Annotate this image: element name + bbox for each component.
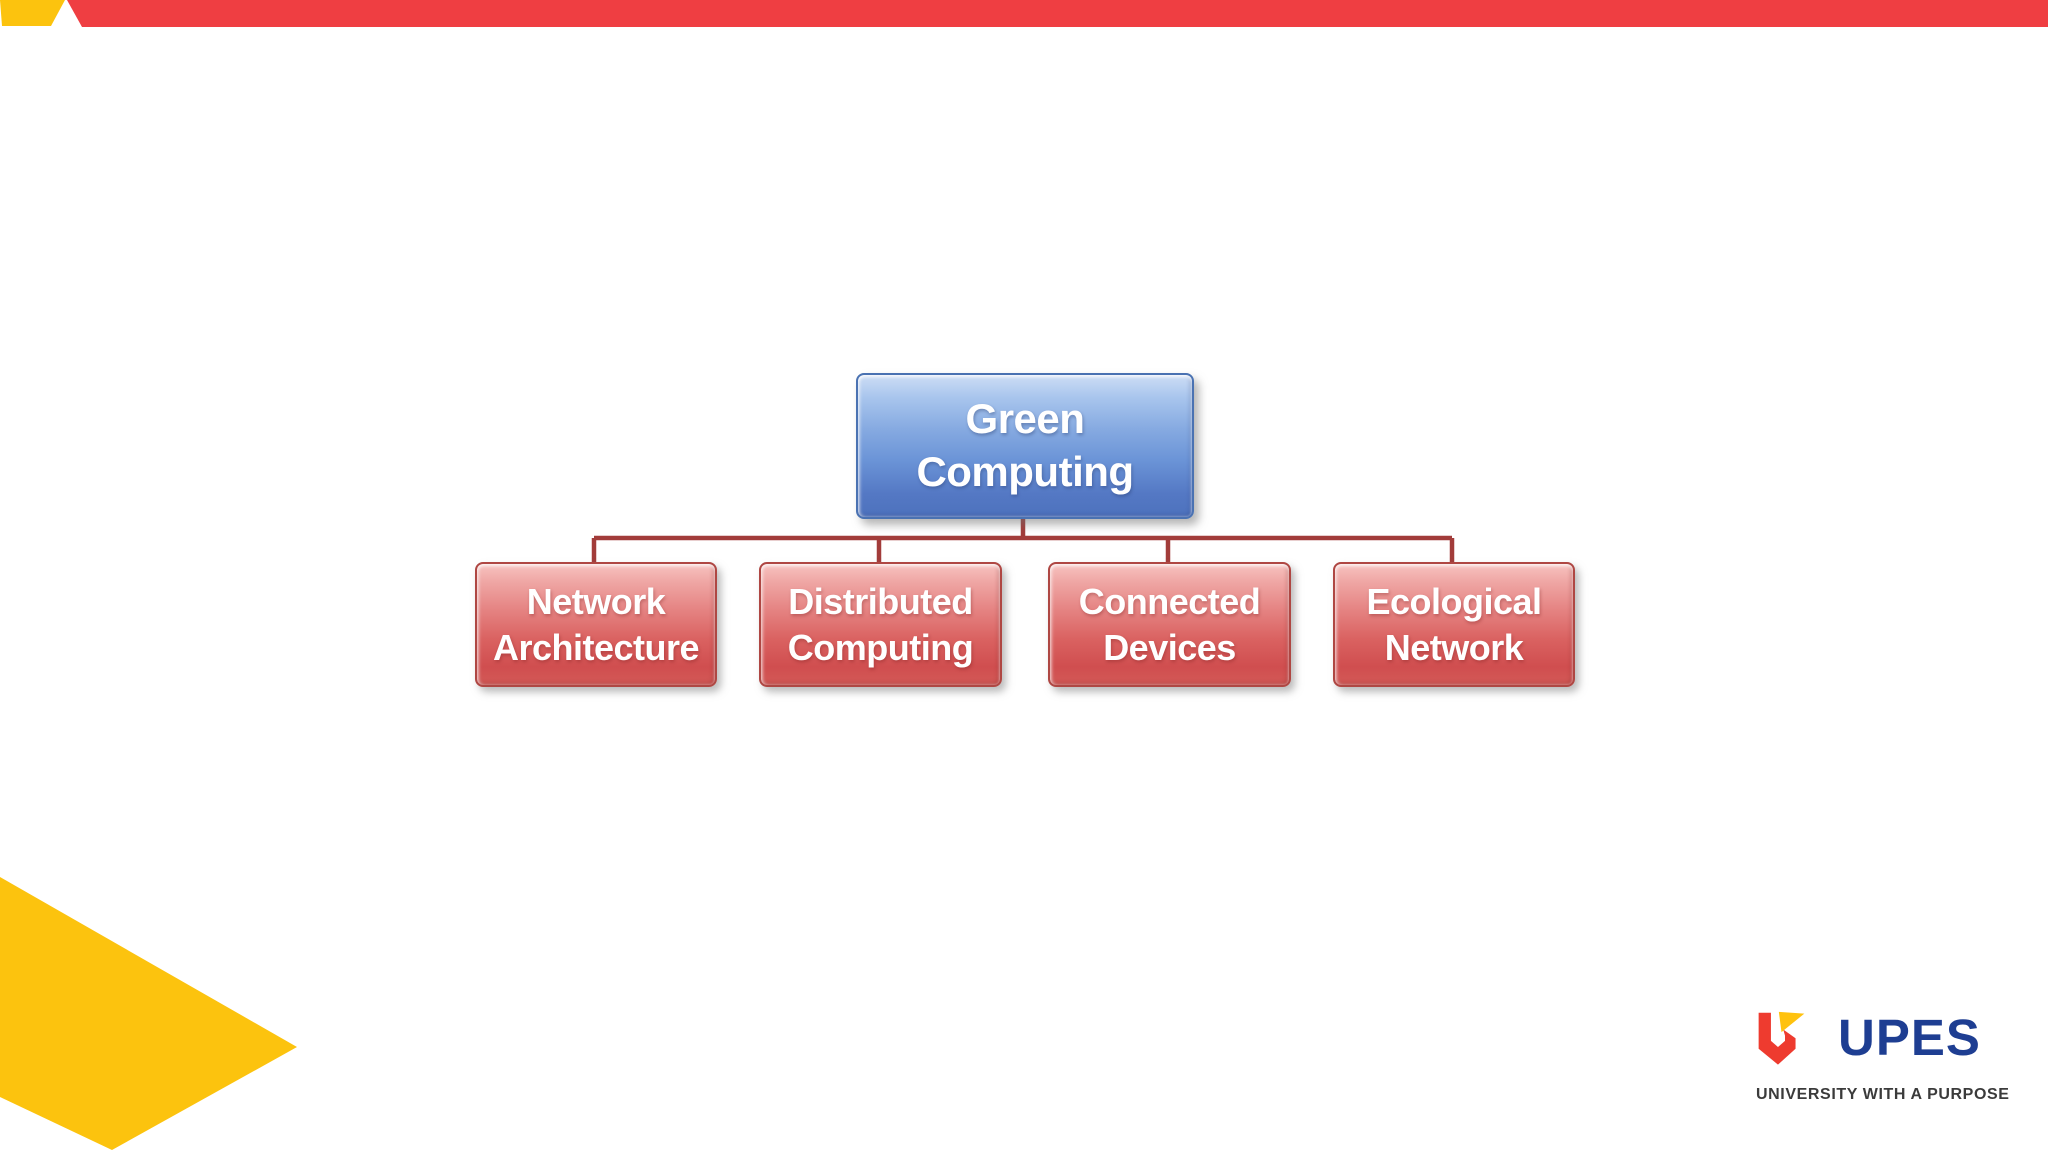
root-node-label: Green Computing [916, 395, 1134, 495]
child-node-connected-devices: Connected Devices [1048, 562, 1291, 687]
upes-tagline: UNIVERSITY WITH A PURPOSE [1756, 1086, 2010, 1103]
upes-brand-text: UPES [1838, 1009, 1981, 1066]
child-node-network-architecture: Network Architecture [475, 562, 717, 687]
upes-shield-icon [1758, 1011, 1805, 1065]
child-node-label: Connected Devices [1078, 581, 1261, 668]
child-node-label: Distributed Computing [787, 581, 974, 668]
top-red-bar [67, 0, 2048, 27]
child-node-distributed-computing: Distributed Computing [759, 562, 1002, 687]
child-node-label: Network Architecture [492, 581, 700, 668]
root-node-green-computing: Green Computing [856, 373, 1194, 519]
child-node-label: Ecological Network [1366, 581, 1542, 668]
child-node-ecological-network: Ecological Network [1333, 562, 1575, 687]
upes-logo: UPES UNIVERSITY WITH A PURPOSE [1756, 1008, 2009, 1112]
